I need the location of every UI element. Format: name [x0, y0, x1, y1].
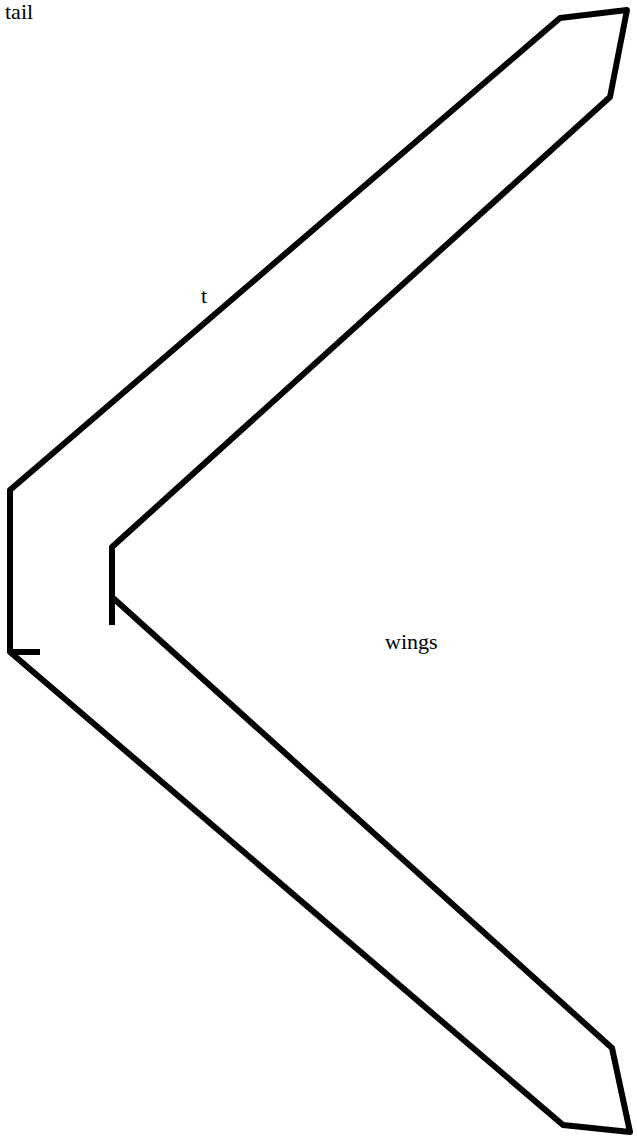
part-label: t	[200, 284, 208, 308]
upper-wing-outline	[10, 10, 627, 652]
part-label: tail	[4, 0, 34, 24]
lower-wing-outline	[10, 597, 630, 1132]
part-label: wings	[384, 630, 439, 654]
